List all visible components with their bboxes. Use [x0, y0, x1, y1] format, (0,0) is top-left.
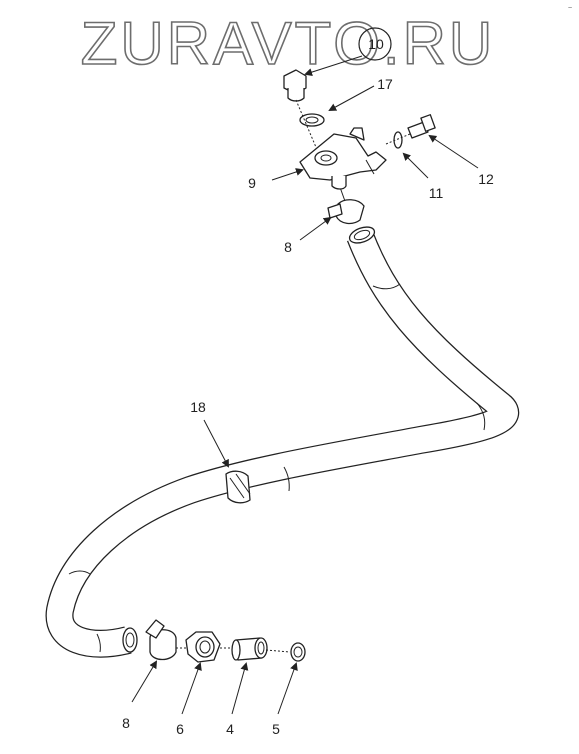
callout-17: 17 [377, 76, 393, 92]
hose-clamp-8-top [327, 199, 365, 225]
callout-9: 9 [248, 175, 256, 191]
bolt-12 [407, 114, 436, 139]
callout-circle-10 [358, 27, 392, 61]
callout-5: 5 [272, 721, 280, 737]
callout-8-bottom: 8 [122, 715, 130, 731]
bracket-fitting-9 [299, 127, 387, 190]
callout-4: 4 [226, 721, 234, 737]
ring-5 [290, 642, 306, 662]
callout-10: 10 [368, 36, 384, 52]
washer-11 [385, 131, 411, 149]
callout-18: 18 [190, 399, 206, 415]
callout-8-top: 8 [284, 239, 292, 255]
callout-12: 12 [478, 171, 494, 187]
sleeve-4 [231, 637, 268, 661]
callout-6: 6 [176, 721, 184, 737]
callout-11: 11 [429, 185, 444, 201]
banjo-bolt-10 [283, 69, 307, 102]
watermark-text: ZURAVTO.RU [81, 10, 495, 77]
nut-6 [185, 631, 221, 663]
hose-clamp-18 [225, 470, 251, 504]
hose-clamp-8-bottom [145, 619, 177, 661]
washer-17 [299, 113, 325, 127]
hose [45, 226, 519, 658]
corner-mark: ~ [568, 5, 572, 12]
